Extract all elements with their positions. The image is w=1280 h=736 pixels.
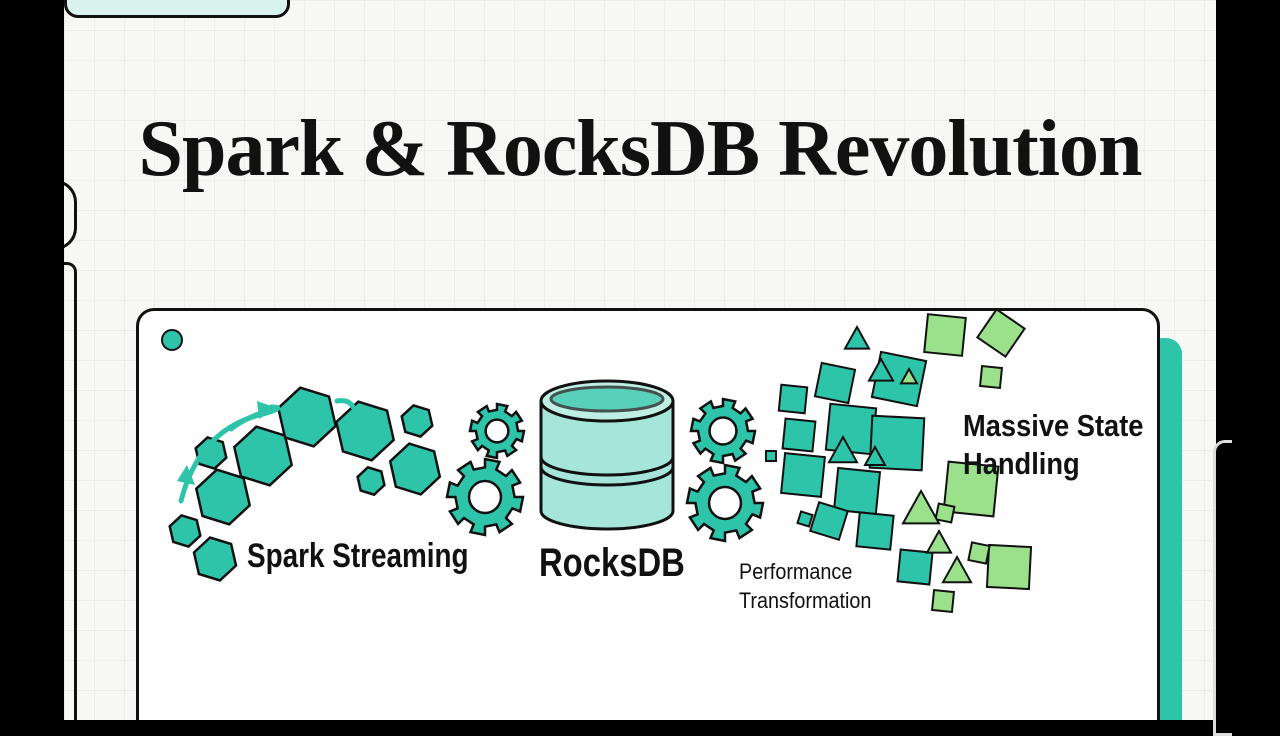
triangle-particle [899, 366, 919, 385]
square-particle [934, 502, 956, 524]
hexagon-cluster-icon [168, 386, 442, 582]
label-performance-line1: Performance [739, 559, 853, 584]
database-cylinder-icon [539, 379, 675, 531]
square-particle [985, 543, 1033, 591]
label-spark-streaming: Spark Streaming [247, 537, 469, 575]
square-particles-icon [765, 311, 1033, 614]
gear-shape [445, 457, 525, 537]
square-particle [978, 364, 1004, 390]
hexagon-shape [232, 425, 294, 487]
label-performance-transformation: Performance Transformation [739, 557, 871, 615]
square-particle [942, 460, 1000, 518]
right-edge-decoration [1213, 440, 1232, 736]
square-particle [781, 417, 817, 453]
triangle-particle [941, 554, 973, 584]
square-particle [967, 541, 991, 565]
square-particle [765, 450, 777, 462]
diagram-card: Spark Streaming RocksDB Performance Tran… [136, 308, 1160, 720]
gear-shape [689, 397, 757, 465]
square-particle [975, 311, 1027, 359]
hexagon-shape [194, 435, 228, 471]
square-particle [796, 510, 814, 528]
label-rocksdb: RocksDB [539, 541, 685, 585]
triangle-particle [925, 528, 953, 554]
label-massive-line1: Massive State [963, 408, 1144, 443]
triangle-particle [867, 356, 895, 382]
triangle-particle [827, 434, 859, 464]
hexagon-shape [400, 403, 434, 439]
square-particle [813, 361, 857, 405]
hexagon-shape [334, 400, 396, 462]
label-massive-line2: Handling [963, 446, 1080, 481]
diagram-art [168, 311, 1033, 614]
square-particle [896, 548, 934, 586]
hexagon-shape [276, 386, 338, 448]
hexagon-shape [192, 536, 238, 582]
square-particle [930, 588, 956, 614]
hexagon-shape [388, 442, 442, 496]
label-massive-state-handling: Massive State Handling [963, 407, 1143, 483]
hexagon-shape [356, 465, 386, 497]
label-performance-line2: Transformation [739, 588, 872, 613]
curved-arrow-icon [177, 398, 356, 504]
gear-shape [468, 402, 526, 460]
left-bar-decoration [64, 262, 77, 720]
gear-shape [685, 463, 765, 543]
slide: Spark & RocksDB Revolution [64, 0, 1216, 720]
square-particle [777, 383, 809, 415]
square-particle [808, 500, 850, 542]
square-particle [780, 452, 826, 498]
top-tab-decoration [64, 0, 290, 18]
square-particle [855, 511, 895, 551]
card-dot-icon [161, 329, 183, 351]
gear-icon [445, 397, 765, 543]
triangle-particle [863, 444, 887, 466]
square-particle [824, 402, 878, 456]
square-particle [868, 414, 926, 472]
triangle-particle [901, 488, 941, 525]
triangle-particle [843, 324, 871, 350]
square-particle [832, 466, 882, 516]
slide-title: Spark & RocksDB Revolution [138, 105, 1142, 193]
square-particle [923, 313, 967, 357]
hexagon-shape [168, 513, 202, 549]
